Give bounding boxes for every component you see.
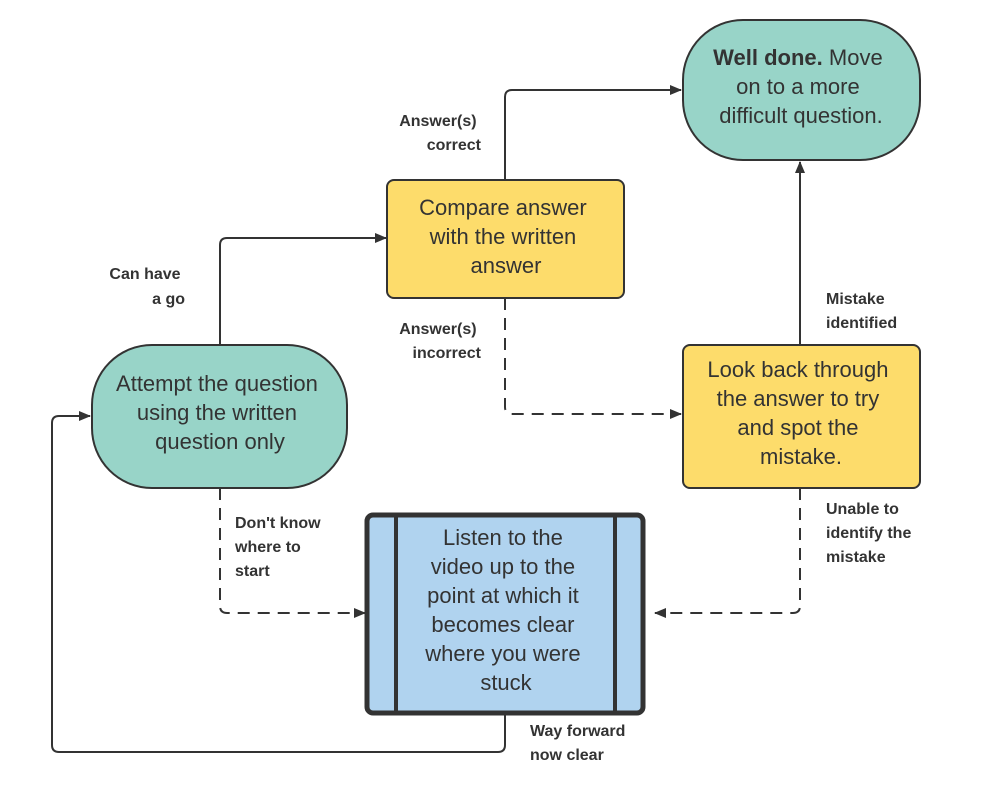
label-way-forward-now-clear: Way forward now clear <box>530 723 630 764</box>
node-well-done-bold: Well done. <box>713 45 823 70</box>
node-attempt: Attempt the question using the written q… <box>91 344 348 489</box>
node-attempt-line-1: Attempt the question <box>116 371 318 396</box>
node-listen-line-5: where you were <box>424 641 580 666</box>
label-dont-know-where-to-start: Don't know where to start <box>234 515 325 580</box>
node-well-done-shape <box>682 19 921 161</box>
label-answers-correct: Answer(s) correct <box>399 113 481 154</box>
node-listen-line-2: video up to the <box>431 554 575 579</box>
edge-attempt-to-listen <box>219 488 366 618</box>
label-answers-incorrect: Answer(s) incorrect <box>399 321 481 362</box>
node-well-done-line-3: difficult question. <box>719 103 882 128</box>
node-compare-text: Compare answer with the written answer <box>419 195 593 278</box>
label-mistake-identified: Mistake identified <box>826 291 897 332</box>
node-well-done-line-2: on to a more <box>736 74 860 99</box>
node-attempt-line-3: question only <box>155 429 285 454</box>
node-listen-text: Listen to the video up to the point at w… <box>424 525 586 695</box>
node-well-done: Well done. Move on to a more difficult q… <box>682 19 921 161</box>
node-well-done-text: Well done. Move on to a more difficult q… <box>713 45 889 128</box>
edge-labels: Can have a go Answer(s) correct Answer(s… <box>109 113 916 764</box>
node-listen: Listen to the video up to the point at w… <box>364 512 646 716</box>
node-look-back-line-2: the answer to try <box>717 386 880 411</box>
edge-attempt-to-compare <box>219 233 387 345</box>
node-look-back-text: Look back through the answer to try and … <box>707 357 894 469</box>
node-compare-line-2: with the written <box>429 224 577 249</box>
label-unable-to-identify: Unable to identify the mistake <box>826 501 916 566</box>
node-attempt-line-2: using the written <box>137 400 297 425</box>
node-listen-line-3: point at which it <box>427 583 579 608</box>
node-compare-line-1: Compare answer <box>419 195 587 220</box>
node-listen-shape <box>364 512 646 716</box>
edge-listen-to-attempt <box>51 411 506 753</box>
node-well-done-line-1: Move <box>829 45 883 70</box>
node-listen-line-6: stuck <box>480 670 532 695</box>
node-listen-line-1: Listen to the <box>443 525 563 550</box>
label-can-have-a-go: Can have a go <box>109 266 185 308</box>
node-compare: Compare answer with the written answer <box>386 179 625 299</box>
node-look-back-line-1: Look back through <box>707 357 888 382</box>
node-attempt-text: Attempt the question using the written q… <box>116 371 324 454</box>
edge-look-back-to-listen <box>654 488 801 618</box>
edge-compare-to-look-back <box>504 298 682 419</box>
node-look-back-line-3: and spot the <box>737 415 858 440</box>
node-listen-line-4: becomes clear <box>431 612 574 637</box>
node-look-back: Look back through the answer to try and … <box>682 344 921 489</box>
edge-compare-to-well-done <box>504 85 682 180</box>
edges <box>51 85 805 753</box>
node-compare-shape <box>386 179 625 299</box>
node-look-back-shape <box>682 344 921 489</box>
node-compare-line-3: answer <box>471 253 542 278</box>
node-look-back-line-4: mistake. <box>760 444 842 469</box>
node-attempt-shape <box>91 344 348 489</box>
